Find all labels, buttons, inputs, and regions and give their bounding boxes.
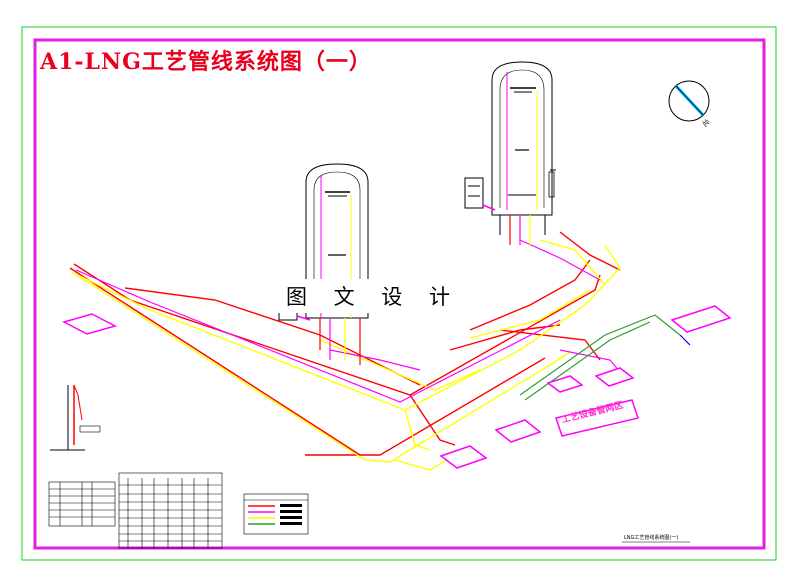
dispenser-pads bbox=[61, 305, 732, 469]
drawing-title: A1-LNG工艺管线系统图（一） bbox=[40, 49, 372, 75]
inner-border bbox=[33, 38, 766, 550]
north-arrow-icon bbox=[668, 80, 710, 122]
equipment-table bbox=[118, 472, 223, 549]
pipe-blue-branch bbox=[679, 334, 691, 346]
pipe-legend bbox=[243, 493, 309, 535]
lng-storage-tank-large bbox=[491, 61, 556, 235]
pipe-magenta-main bbox=[75, 239, 621, 403]
outer-border bbox=[21, 26, 777, 561]
area-label-box bbox=[555, 399, 639, 437]
vent-stack bbox=[50, 384, 101, 451]
drawing-name: LNG工艺管线系统图(一) bbox=[624, 535, 679, 541]
legend-table-left bbox=[48, 481, 116, 527]
pump-skid-right bbox=[464, 177, 496, 211]
pipe-green-main bbox=[519, 314, 681, 401]
tank-risers bbox=[319, 215, 531, 365]
watermark: 图 文 设 计 bbox=[268, 279, 478, 313]
pipe-yellow-main bbox=[71, 239, 621, 471]
